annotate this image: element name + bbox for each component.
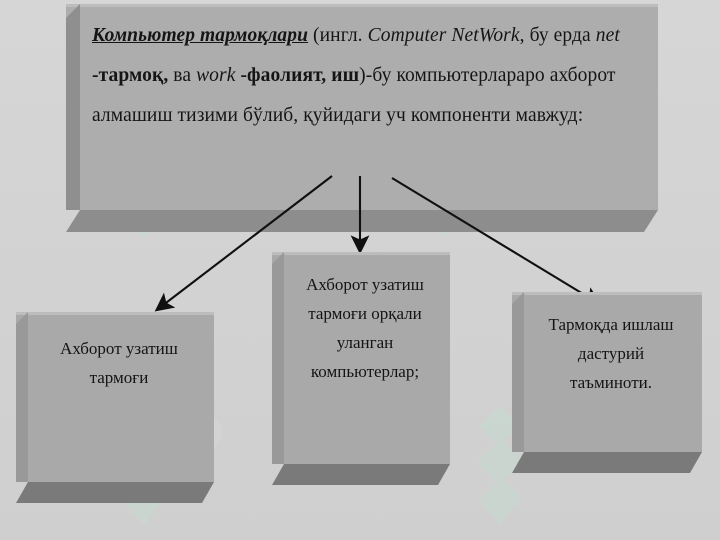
- component-box-software-side: [512, 292, 524, 452]
- component-box-computers-side: [272, 252, 284, 464]
- definition-net-token: net: [595, 25, 620, 46]
- definition-box-top: [66, 4, 658, 7]
- box-text-line: таъминоти.: [570, 373, 652, 392]
- definition-english-term: Computer NetWork: [367, 25, 520, 46]
- definition-line-3: алмашиш тизими бўлиб, қуйидаги уч компон…: [92, 105, 584, 126]
- component-box-computers: Ахборот узатиш тармоғи орқали уланган ко…: [272, 252, 450, 464]
- component-box-computers-label: Ахборот узатиш тармоғи орқали уланган ко…: [286, 270, 444, 386]
- component-box-software: Тармоқда ишлаш дастурий таъминоти.: [512, 292, 702, 452]
- definition-box-side: [66, 4, 80, 210]
- box-text-line: дастурий: [577, 344, 645, 363]
- definition-faoliyat-gloss: -фаолият, иш: [235, 65, 360, 86]
- box-text-line: Ахборот узатиш: [306, 275, 424, 294]
- component-box-network-bottom: [16, 482, 214, 503]
- component-box-software-top: [512, 292, 702, 295]
- component-box-network-face: [16, 312, 214, 482]
- definition-term: Компьютер тармоқлари: [92, 25, 309, 46]
- component-box-network-label: Ахборот узатиш тармоғи: [30, 334, 208, 392]
- component-box-network-side: [16, 312, 28, 482]
- definition-line1-tail: , бу ерда: [519, 25, 596, 46]
- box-text-line: Тармоқда ишлаш: [548, 315, 674, 334]
- definition-line2-tail: )-бу компьютерлараро ахборот: [359, 65, 616, 86]
- component-box-computers-top: [272, 252, 450, 255]
- definition-line-2: -тармоқ, ва work -фаолият, иш)-бу компью…: [92, 56, 638, 96]
- definition-work-token: work: [196, 65, 236, 86]
- component-box-computers-face: [272, 252, 450, 464]
- definition-paren-open: (ингл.: [308, 25, 368, 46]
- box-text-line: Ахборот узатиш: [60, 339, 178, 358]
- box-text-line: тармоғи орқали: [308, 304, 422, 323]
- definition-tarmoq-gloss: -тармоқ,: [92, 65, 169, 86]
- box-text-line: уланган: [336, 333, 394, 352]
- box-text-line: тармоғи: [89, 368, 149, 387]
- component-box-software-face: [512, 292, 702, 452]
- definition-box-bottom: [66, 210, 658, 232]
- box-text-line: компьютерлар;: [310, 362, 420, 381]
- component-box-software-bottom: [512, 452, 702, 473]
- definition-line-1: Компьютер тармоқлари (ингл. Computer Net…: [92, 16, 638, 56]
- component-box-network: Ахборот узатиш тармоғи: [16, 312, 214, 482]
- definition-text: Компьютер тармоқлари (ингл. Computer Net…: [92, 16, 638, 136]
- component-box-network-top: [16, 312, 214, 315]
- definition-box: Компьютер тармоқлари (ингл. Computer Net…: [66, 4, 658, 210]
- component-box-computers-bottom: [272, 464, 450, 485]
- definition-va: ва: [168, 65, 197, 86]
- component-box-software-label: Тармоқда ишлаш дастурий таъминоти.: [526, 310, 696, 397]
